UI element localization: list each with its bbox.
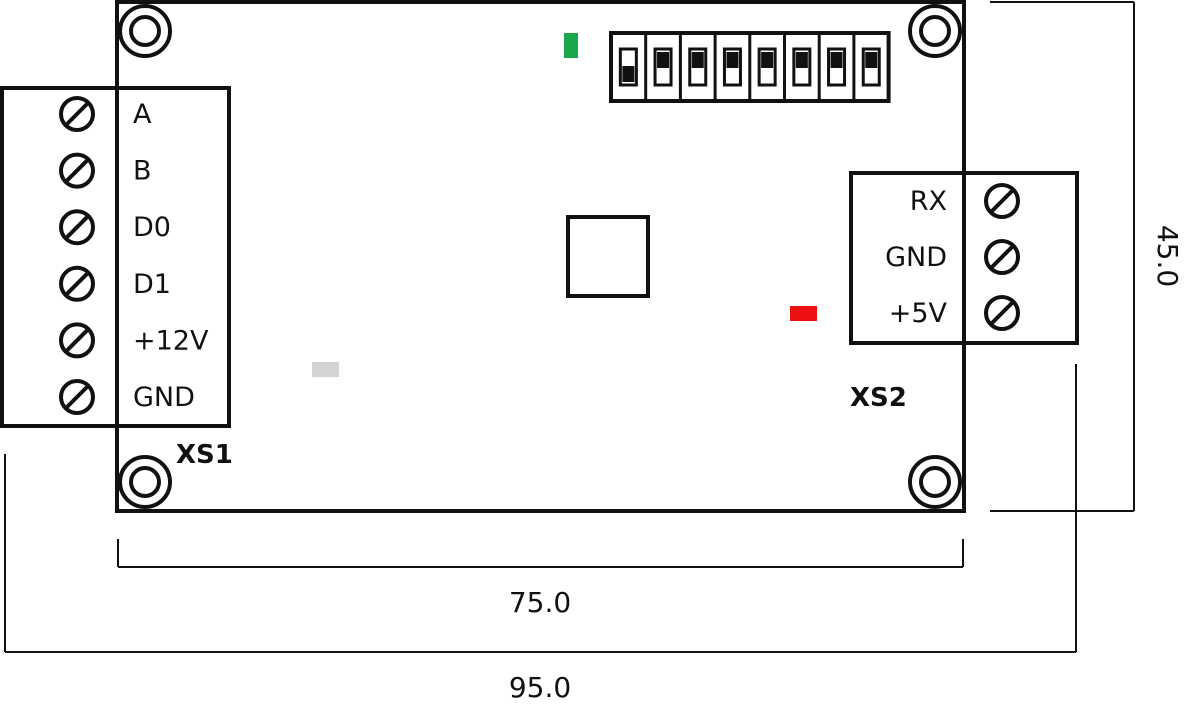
led-grey [312, 362, 339, 377]
dimension-height-label: 45.0 [1151, 225, 1184, 287]
screw-terminal-icon [59, 152, 95, 189]
mounting-hole-bottom-right [908, 455, 962, 509]
dip-switch-lever [795, 52, 808, 68]
dimension-board-width-label: 75.0 [509, 586, 571, 619]
xs2-pin-label: RX [910, 186, 947, 217]
dip-switch-lever [830, 52, 843, 68]
screw-terminal-icon [59, 265, 95, 302]
xs1-pin-label: D0 [133, 212, 171, 243]
dimension-overall-width [4, 364, 1077, 653]
dimension-overall-width-label: 95.0 [509, 671, 571, 704]
mounting-hole-top-right [908, 4, 962, 58]
mounting-hole-bottom-left [118, 455, 172, 509]
xs1-pin-label: +12V [133, 325, 209, 356]
mounting-hole-top-left [118, 4, 172, 58]
dip-switch-lever [657, 52, 670, 68]
dip-switch [609, 31, 891, 103]
connector-xs2: RX GND +5V [849, 171, 1079, 345]
screw-terminal-icon [59, 96, 95, 132]
xs1-pin-label: D1 [133, 269, 171, 300]
xs2-pin-label: +5V [889, 298, 948, 329]
connector-xs2-pins: RX GND +5V [885, 183, 1020, 331]
screw-terminal-icon [984, 239, 1020, 275]
dip-switch-lever [865, 52, 878, 68]
connector-xs2-title: XS2 [850, 383, 907, 413]
connector-xs1-title: XS1 [176, 440, 233, 470]
xs1-pin-label: GND [133, 382, 195, 413]
xs2-pin-label: GND [885, 242, 947, 273]
screw-terminal-icon [59, 322, 95, 359]
dip-switch-lever [761, 52, 774, 68]
chip [566, 215, 650, 298]
screw-terminal-icon [984, 183, 1020, 219]
dimension-board-width [117, 539, 964, 568]
power-led-red [790, 306, 817, 321]
xs1-pin-label: A [133, 99, 152, 130]
xs1-pin-label: B [133, 156, 152, 187]
dip-switch-lever [622, 66, 635, 82]
screw-terminal-icon [984, 295, 1020, 331]
dimension-height [990, 1, 1135, 512]
dip-switch-lever [726, 52, 739, 68]
status-led-green [564, 33, 578, 58]
screw-terminal-icon [59, 379, 95, 415]
screw-terminal-icon [59, 209, 95, 246]
dip-switch-lever [691, 52, 704, 68]
